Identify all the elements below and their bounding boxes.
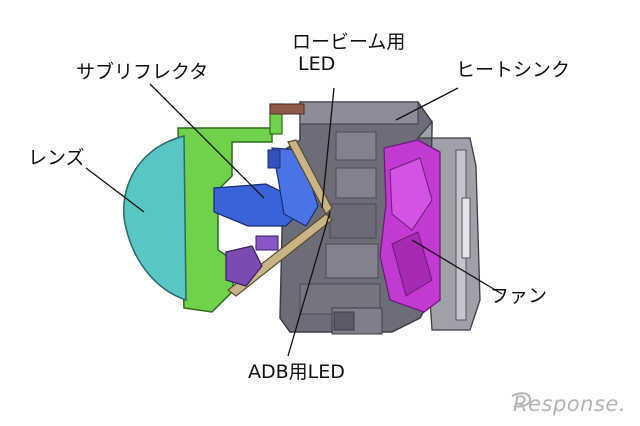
sub-reflector (213, 147, 319, 227)
lens-holder (177, 103, 305, 313)
adb-led-part (255, 235, 279, 251)
mount-screw (333, 311, 355, 331)
pcb-upper (287, 139, 333, 215)
label-low-beam-led: ロービーム用 LED (292, 31, 406, 76)
lens-holder-bolt (269, 103, 305, 115)
leader-fan (411, 239, 503, 295)
leader-sub-reflector (149, 83, 265, 199)
fan (379, 139, 441, 313)
label-lens: レンズ (28, 147, 85, 169)
leader-adb-led (287, 211, 331, 357)
leader-lines (85, 83, 503, 357)
leader-low-beam-led (321, 87, 335, 209)
heat-sink-fins (299, 131, 381, 315)
label-adb-led: ADB用LED (248, 361, 345, 383)
label-heat-sink: ヒートシンク (456, 59, 571, 81)
adb-led-part (225, 245, 263, 287)
heat-sink-top (299, 101, 419, 125)
rear-connector (461, 197, 471, 259)
label-fan: ファン (490, 285, 548, 307)
fan-blade (391, 231, 433, 297)
label-sub-reflector: サブリフレクタ (76, 61, 209, 83)
lens (123, 135, 187, 302)
label-low-beam-led-line2: LED (298, 52, 336, 75)
label-low-beam-led-line1: ロービーム用 (292, 31, 406, 53)
leader-heat-sink (395, 87, 459, 121)
watermark: Response. (513, 392, 626, 416)
leader-lens (85, 167, 145, 213)
lens-holder-body (177, 127, 273, 313)
adb-led-module (225, 235, 279, 287)
sub-reflector-body (213, 183, 299, 227)
response-logo-mark (511, 392, 532, 408)
reflector-tab (267, 149, 281, 169)
fan-blade (389, 157, 433, 231)
